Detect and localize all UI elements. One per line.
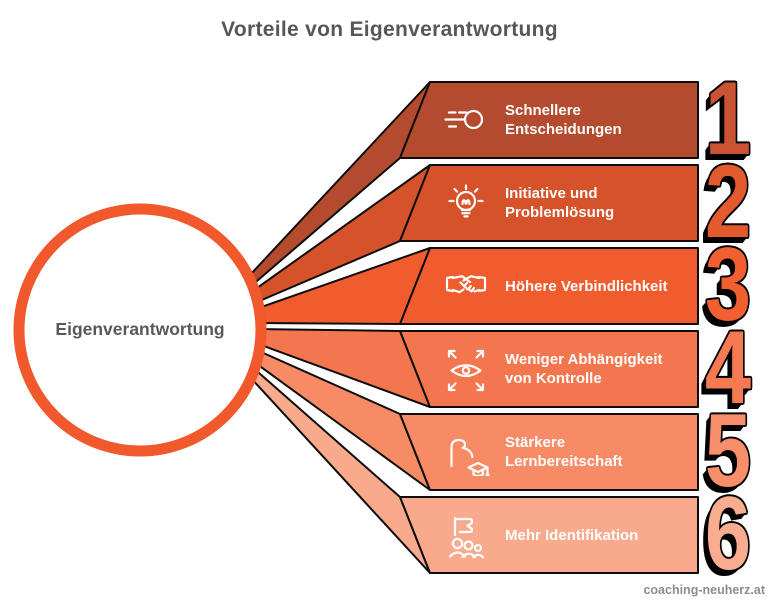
handshake-icon <box>442 262 490 310</box>
list-item-6: Mehr Identifikation <box>442 497 692 573</box>
number-5: 5 <box>704 393 752 509</box>
number-1: 1 <box>704 61 752 177</box>
speed-lines-icon <box>442 96 490 144</box>
watermark: coaching-neuherz.at <box>643 583 765 597</box>
banner-label: Höhere Verbindlichkeit <box>505 277 668 295</box>
arm-graduation-icon <box>442 428 490 476</box>
banner-6 <box>399 496 699 574</box>
number-3: 3 <box>704 227 752 343</box>
flag-people-icon <box>442 511 490 559</box>
page-title: Vorteile von Eigenverantwortung <box>221 18 558 41</box>
lightbulb-icon <box>442 179 490 227</box>
banner-1 <box>399 81 699 159</box>
number-2: 2 <box>704 144 752 260</box>
banner-3 <box>399 247 699 325</box>
banner-label: Mehr Identifikation <box>505 526 639 544</box>
circle-ring <box>13 203 267 457</box>
banner-2 <box>399 164 699 242</box>
eye-arrows-icon <box>442 345 490 393</box>
banner-4 <box>399 330 699 408</box>
list-item-3: Höhere Verbindlichkeit <box>442 248 692 324</box>
number-4: 4 <box>704 310 752 426</box>
number-6: 6 <box>704 476 752 592</box>
circle-label: Eigenverantwortung <box>55 319 225 339</box>
